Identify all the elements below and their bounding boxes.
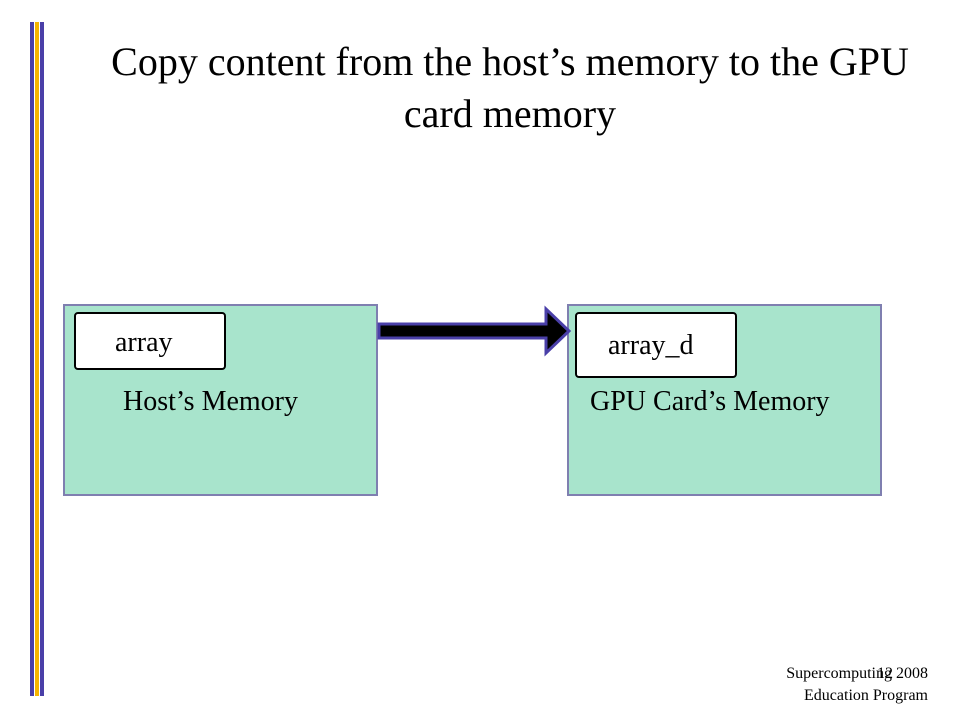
gpu-array-label: array_d [608, 330, 694, 361]
side-stripe-blue-left [30, 22, 34, 696]
copy-arrow-icon [377, 305, 572, 357]
host-array-box [74, 312, 226, 370]
host-array-label: array [115, 327, 173, 358]
gpu-memory-label: GPU Card’s Memory [590, 386, 830, 417]
footer-line-2: Education Program [804, 687, 928, 704]
page-number: 12 [877, 665, 893, 682]
side-stripe-blue-right [40, 22, 44, 696]
footer-line-1: Supercomputing 2008 [786, 665, 928, 682]
side-stripe-yellow [35, 22, 39, 696]
gpu-array-box [575, 312, 737, 378]
slide-title: Copy content from the host’s memory to t… [111, 39, 909, 136]
host-memory-label: Host’s Memory [123, 386, 298, 417]
